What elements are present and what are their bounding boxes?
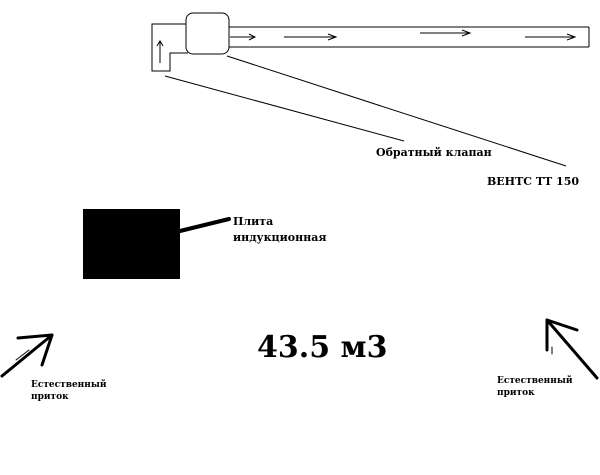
check-valve-leader bbox=[164, 75, 405, 142]
flow-arrow-right-icon bbox=[284, 33, 338, 41]
duct-elbow bbox=[151, 23, 188, 72]
fan-unit bbox=[185, 12, 230, 55]
flow-arrow-right-icon bbox=[525, 33, 577, 41]
inlet-left-label-line1: Естественный bbox=[31, 379, 107, 390]
stove-label-line1: Плита bbox=[233, 215, 273, 228]
stove-label-line2: индукционная bbox=[233, 231, 327, 244]
flow-arrow-up-icon bbox=[156, 40, 164, 63]
flow-arrow-right-icon bbox=[420, 29, 472, 37]
room-volume: 43.5 м3 bbox=[257, 330, 387, 365]
induction-stove bbox=[83, 209, 180, 279]
flow-arrow-right-icon bbox=[230, 33, 257, 41]
fan-model-leader bbox=[226, 55, 567, 167]
inlet-right-label-line1: Естественный bbox=[497, 375, 573, 386]
fan-model-label: ВЕНТС ТТ 150 bbox=[487, 175, 579, 188]
check-valve-label: Обратный клапан bbox=[376, 146, 492, 159]
exhaust-duct bbox=[151, 23, 590, 72]
inlet-right-label-line2: приток bbox=[497, 388, 535, 398]
stove-leader bbox=[178, 217, 231, 233]
flow-arrows bbox=[156, 29, 577, 63]
inlet-left-arrow-icon bbox=[0, 333, 54, 378]
inlet-right-arrow-icon bbox=[545, 318, 599, 380]
inlet-left-label-line2: приток bbox=[31, 392, 69, 402]
leader-lines bbox=[164, 55, 567, 167]
